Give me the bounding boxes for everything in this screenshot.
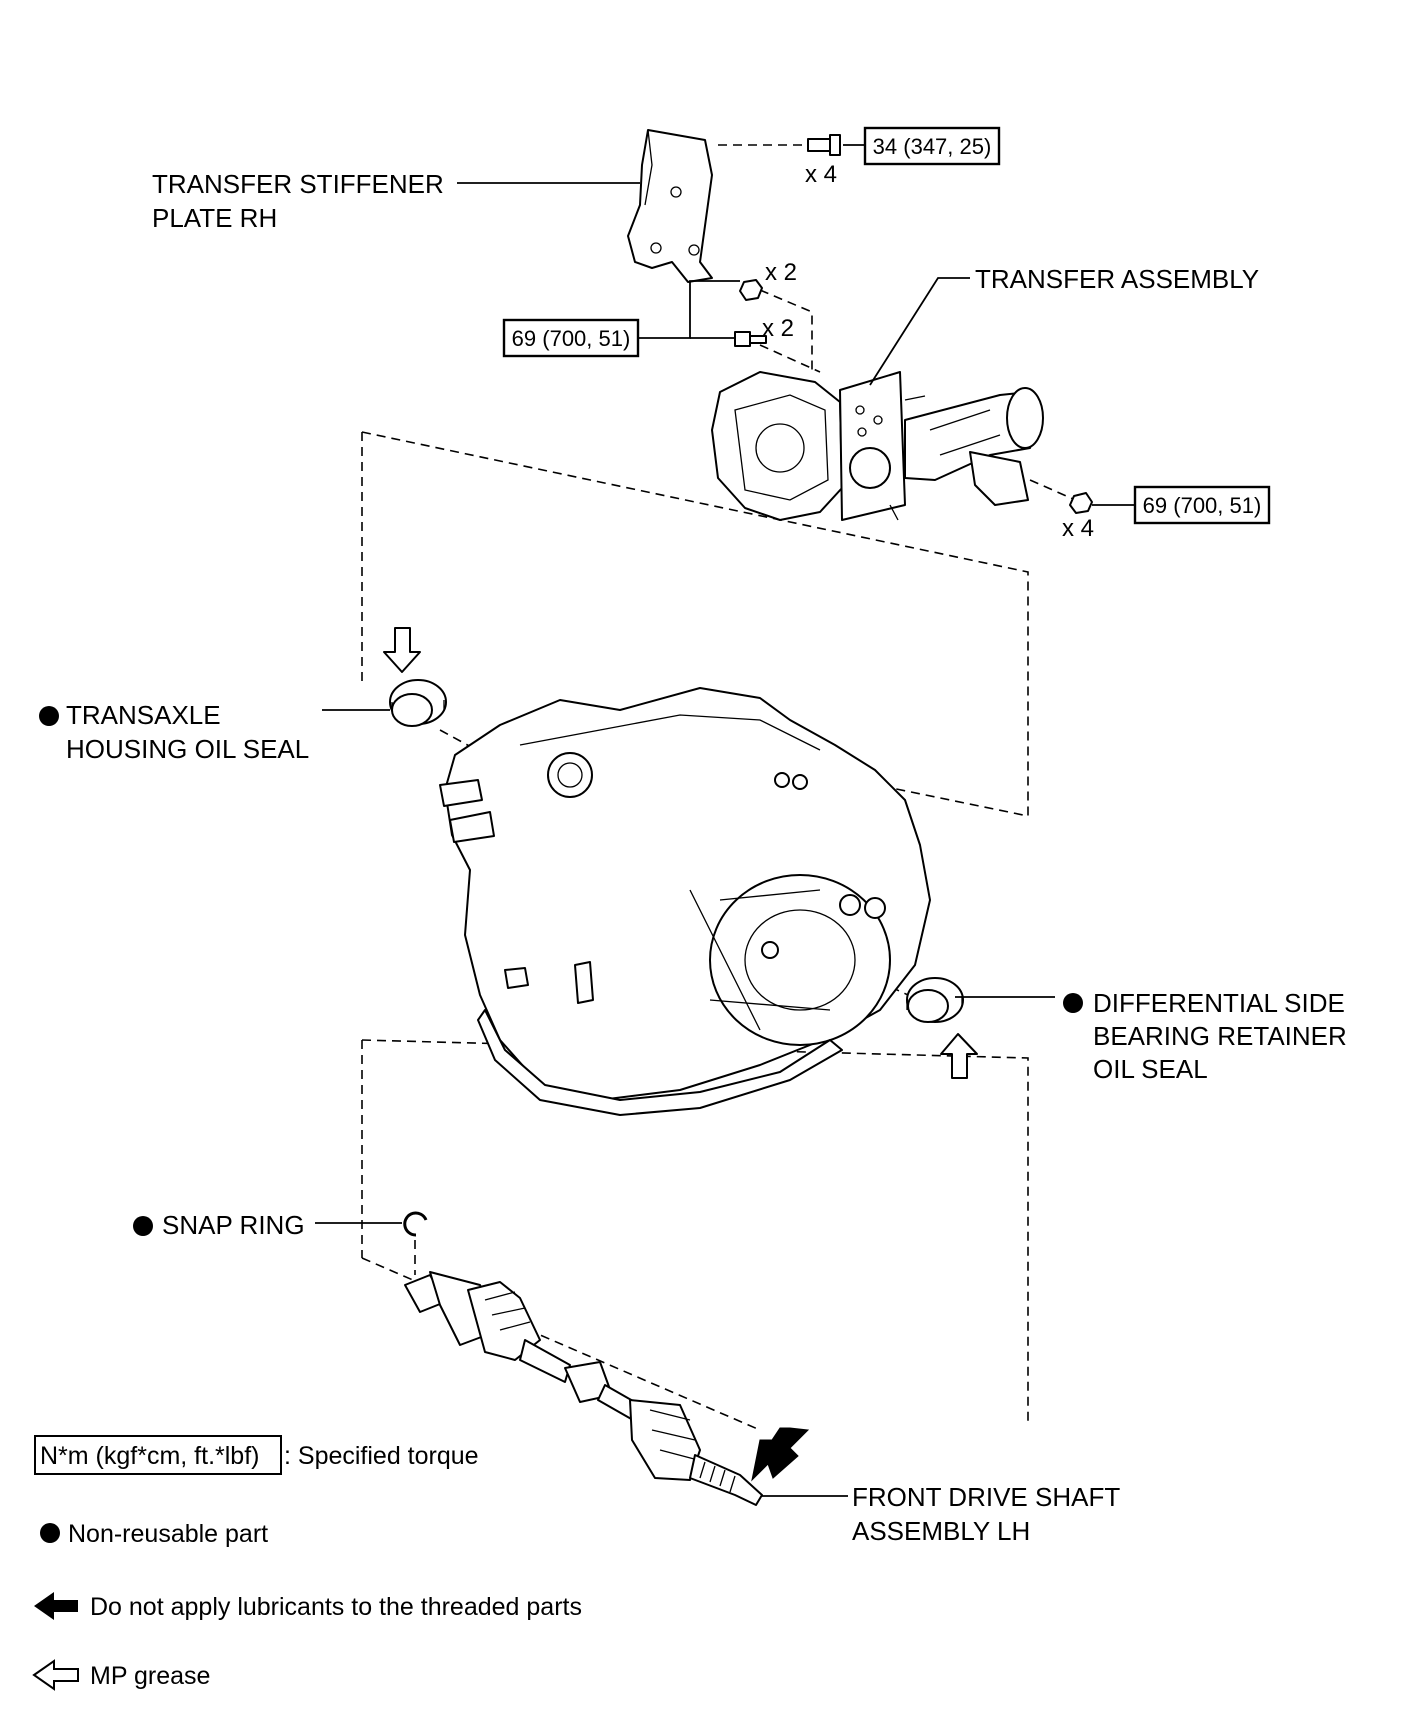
label-diff-seal-line3: OIL SEAL	[1093, 1054, 1208, 1084]
torque-value-transfer-front: 69 (700, 51)	[512, 326, 631, 351]
stiffener-bolt	[807, 134, 841, 156]
leader-lines	[315, 182, 1055, 1497]
non-reusable-icon-snap-ring	[133, 1216, 153, 1236]
torque-spec-transfer-front: 69 (700, 51)	[502, 318, 640, 358]
legend-no-lubricant: Do not apply lubricants to the threaded …	[34, 1592, 582, 1621]
differential-side-bearing-retainer-oil-seal	[906, 977, 964, 1023]
front-drive-shaft-assembly-lh	[404, 1271, 763, 1506]
mp-grease-arrow-diff	[940, 1033, 978, 1079]
label-stiffener-line2: PLATE RH	[152, 203, 277, 233]
torque-spec-stiffener: 34 (347, 25)	[863, 126, 1001, 166]
legend-torque-unit: N*m (kgf*cm, ft.*lbf)	[40, 1442, 259, 1470]
transfer-assembly	[711, 371, 1044, 521]
transaxle-housing-oil-seal	[389, 679, 447, 727]
filled-circle-icon	[40, 1523, 60, 1543]
hollow-arrow-icon	[32, 1659, 79, 1691]
legend-torque: N*m (kgf*cm, ft.*lbf) : Specified torque	[34, 1435, 479, 1475]
legend-torque-desc: : Specified torque	[284, 1442, 479, 1470]
qty-transfer-bolts-top: x 2	[762, 315, 794, 342]
label-drive-shaft-line1: FRONT DRIVE SHAFT	[852, 1482, 1120, 1512]
qty-transfer-nuts-top: x 2	[765, 259, 797, 286]
legend-no-lubricant-text: Do not apply lubricants to the threaded …	[90, 1593, 582, 1621]
legend: N*m (kgf*cm, ft.*lbf) : Specified torque…	[32, 1435, 582, 1691]
label-stiffener-line1: TRANSFER STIFFENER	[152, 169, 444, 199]
transfer-stiffener-plate-rh	[627, 129, 713, 283]
label-transaxle-seal-line1: TRANSAXLE	[66, 700, 221, 730]
transfer-nuts-top	[739, 279, 763, 301]
legend-non-reusable-text: Non-reusable part	[68, 1520, 268, 1548]
qty-stiffener-bolts: x 4	[805, 161, 837, 188]
label-transfer-assembly: TRANSFER ASSEMBLY	[975, 264, 1259, 294]
transaxle-body	[439, 687, 931, 1116]
non-reusable-icon-transaxle-seal	[39, 706, 59, 726]
torque-value-stiffener: 34 (347, 25)	[873, 134, 992, 159]
filled-arrow-icon	[34, 1592, 78, 1620]
transfer-nuts-rear	[1069, 492, 1093, 514]
no-lubricant-arrow	[751, 1427, 810, 1482]
label-drive-shaft-line2: ASSEMBLY LH	[852, 1516, 1030, 1546]
label-diff-seal-line2: BEARING RETAINER	[1093, 1021, 1347, 1051]
non-reusable-icon-diff-seal	[1063, 993, 1083, 1013]
legend-mp-grease: MP grease	[32, 1659, 210, 1691]
mp-grease-arrow-transaxle	[383, 627, 421, 673]
torque-value-transfer-rear: 69 (700, 51)	[1143, 493, 1262, 518]
label-transaxle-seal-line2: HOUSING OIL SEAL	[66, 734, 309, 764]
legend-non-reusable: Non-reusable part	[40, 1520, 268, 1548]
label-diff-seal-line1: DIFFERENTIAL SIDE	[1093, 988, 1345, 1018]
torque-spec-transfer-rear: 69 (700, 51)	[1133, 485, 1271, 525]
snap-ring	[403, 1211, 428, 1237]
qty-transfer-nuts-rear: x 4	[1062, 515, 1094, 542]
label-snap-ring: SNAP RING	[162, 1210, 305, 1240]
legend-mp-grease-text: MP grease	[90, 1662, 210, 1690]
transfer-bolts-top	[734, 331, 767, 347]
